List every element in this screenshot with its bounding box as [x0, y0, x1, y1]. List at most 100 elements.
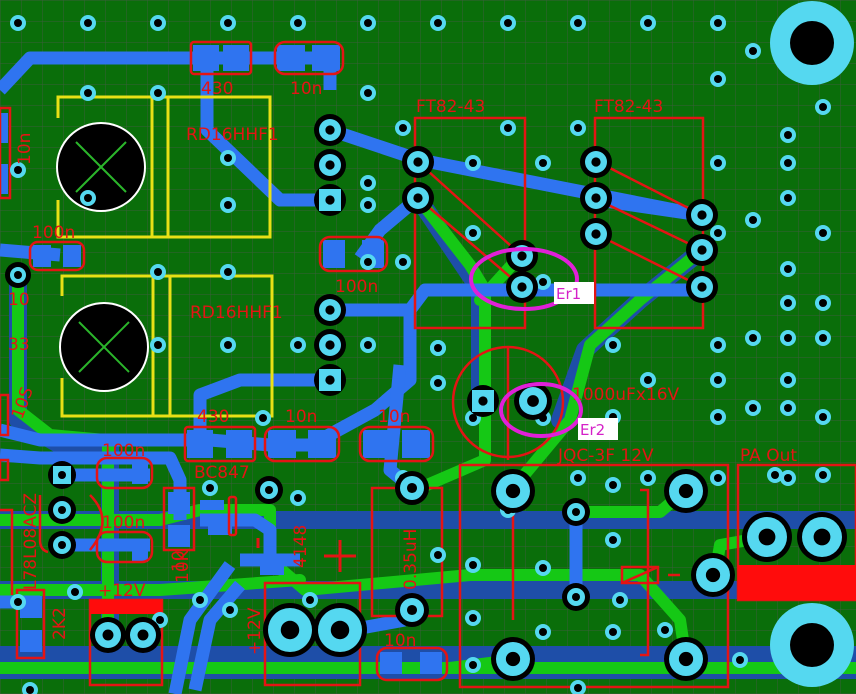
via [360, 254, 376, 270]
label-c-100n-a: 100n [102, 441, 145, 461]
error-label-er1[interactable]: Er1 [556, 285, 581, 303]
via [605, 624, 621, 640]
via [815, 409, 831, 425]
top-trace [168, 561, 236, 694]
via [220, 337, 236, 353]
pad [5, 262, 31, 288]
label-u1: L78L08ACZ [21, 493, 41, 590]
label-r-10-bottom: 10 [169, 550, 189, 572]
error-ellipse-er1[interactable] [469, 247, 579, 311]
k1-pad-no [664, 469, 708, 513]
u1-pad-1 [48, 461, 76, 489]
via [657, 622, 673, 638]
label-k1: JQC-3F 12V [557, 446, 654, 466]
pa-out-pad-1 [742, 512, 792, 562]
label-j-12v-a: +12V [98, 581, 146, 601]
error-label-er2[interactable]: Er2 [580, 421, 605, 439]
relay-driver-pad [562, 498, 590, 526]
via [780, 155, 796, 171]
label-q3: BC847 [194, 463, 250, 483]
via [430, 15, 446, 31]
t2-pad [686, 199, 718, 231]
via [745, 43, 761, 59]
via [815, 99, 831, 115]
via [612, 592, 628, 608]
via [360, 197, 376, 213]
label-r-2k2: 2K2 [50, 607, 70, 640]
via [535, 624, 551, 640]
label-j-12v-b: +12V [245, 607, 265, 655]
via [570, 15, 586, 31]
label-c-10n-bottom-a: 10n [285, 407, 317, 427]
via [710, 15, 726, 31]
top-trace [200, 58, 330, 207]
via [780, 295, 796, 311]
q2-pad-2 [314, 329, 346, 361]
via [745, 400, 761, 416]
label-r-10-left: 10 [8, 290, 30, 310]
via [10, 162, 26, 178]
pa-out-solder-area [738, 565, 856, 600]
label-t2: FT82-43 [594, 97, 663, 117]
via [360, 15, 376, 31]
error-marker-er1[interactable]: Er1 [469, 247, 594, 311]
via [80, 190, 96, 206]
t2-pad [580, 218, 612, 250]
via [10, 15, 26, 31]
silkscreen-labels: 430 10n RD16HHF1 RD16HHF1 10n 100n 10 33… [8, 79, 797, 655]
q1-mounting-hole [56, 122, 146, 212]
via [430, 340, 446, 356]
via [430, 375, 446, 391]
via [22, 682, 38, 694]
label-c-10n-left: 10n [15, 133, 35, 165]
t2-pad [580, 182, 612, 214]
via [535, 560, 551, 576]
label-r-430-bottom: 430 [197, 407, 229, 427]
via [465, 657, 481, 673]
via [640, 470, 656, 486]
q2-pad-3 [314, 364, 346, 396]
via [395, 254, 411, 270]
label-c-10n-top: 10n [290, 79, 322, 99]
via [710, 372, 726, 388]
q1-pad-2 [314, 149, 346, 181]
error-ellipse-er2[interactable] [499, 382, 583, 438]
via [605, 337, 621, 353]
via [290, 15, 306, 31]
via [220, 150, 236, 166]
via [360, 175, 376, 191]
12v-solder-area [90, 600, 162, 614]
error-marker-er2[interactable]: Er2 [499, 382, 618, 440]
via [80, 85, 96, 101]
via [255, 410, 271, 426]
t2-pad [580, 146, 612, 178]
c-1000uf-pad-plus [467, 385, 499, 417]
label-c-100n-mid: 100n [335, 277, 378, 297]
via [500, 120, 516, 136]
via [465, 155, 481, 171]
via [302, 592, 318, 608]
via [220, 264, 236, 280]
label-c-100n-left: 100n [32, 223, 75, 243]
via [290, 337, 306, 353]
via [290, 490, 306, 506]
via [150, 85, 166, 101]
via [570, 470, 586, 486]
top-trace [597, 193, 701, 222]
12v-a-pad-1 [90, 617, 126, 653]
via [767, 467, 783, 483]
via [710, 225, 726, 241]
k1-pad-com [491, 469, 535, 513]
via [202, 480, 218, 496]
via [465, 610, 481, 626]
relay-driver-pad [562, 583, 590, 611]
k1-pad-coil2 [664, 637, 708, 681]
top-trace [0, 51, 200, 95]
bottom-trace [514, 244, 708, 486]
via [150, 337, 166, 353]
via [67, 584, 83, 600]
via [465, 225, 481, 241]
via [605, 477, 621, 493]
c-1000uf-pad-minus [514, 382, 552, 420]
